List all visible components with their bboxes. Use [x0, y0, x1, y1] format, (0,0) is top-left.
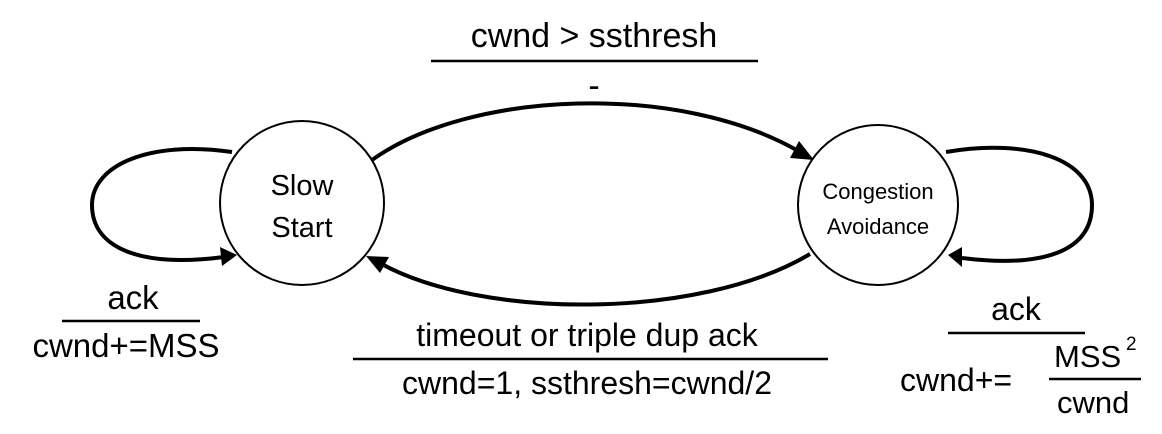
label-ca-to-ss-action: cwnd=1, ssthresh=cwnd/2	[402, 365, 772, 401]
label-ca-to-ss-event: timeout or triple dup ack	[416, 317, 759, 353]
label-ss-self: ack cwnd+=MSS	[32, 279, 219, 364]
label-ss-to-ca: cwnd > ssthresh -	[431, 17, 758, 105]
label-ca-self-denominator: cwnd	[1057, 385, 1129, 420]
label-ca-self-action-prefix: cwnd+=	[900, 362, 1012, 398]
state-slow-start-line2: Start	[271, 212, 332, 244]
edge-congestion-avoidance-to-slow-start	[366, 252, 812, 307]
self-loop-slow-start	[89, 147, 237, 266]
label-ss-to-ca-event: cwnd > ssthresh	[471, 17, 718, 55]
state-congestion-avoidance-line2: Avoidance	[827, 214, 929, 239]
self-loop-congestion-avoidance	[945, 145, 1095, 267]
state-congestion-avoidance: Congestion Avoidance	[797, 124, 959, 286]
label-ca-self: ack cwnd+= MSS 2 cwnd	[900, 291, 1141, 420]
label-ca-self-exponent: 2	[1126, 334, 1137, 355]
label-ca-self-numerator: MSS	[1054, 339, 1121, 374]
label-ca-self-event: ack	[991, 291, 1042, 327]
edge-slow-start-to-congestion-avoidance	[370, 101, 814, 162]
label-ss-self-event: ack	[107, 279, 159, 316]
state-slow-start-line1: Slow	[271, 170, 335, 202]
state-slow-start: Slow Start	[219, 120, 385, 286]
label-ss-self-action: cwnd+=MSS	[32, 327, 219, 364]
state-congestion-avoidance-line1: Congestion	[822, 179, 933, 204]
label-ss-to-ca-action: -	[588, 67, 599, 105]
label-ca-to-ss: timeout or triple dup ack cwnd=1, ssthre…	[353, 317, 828, 401]
